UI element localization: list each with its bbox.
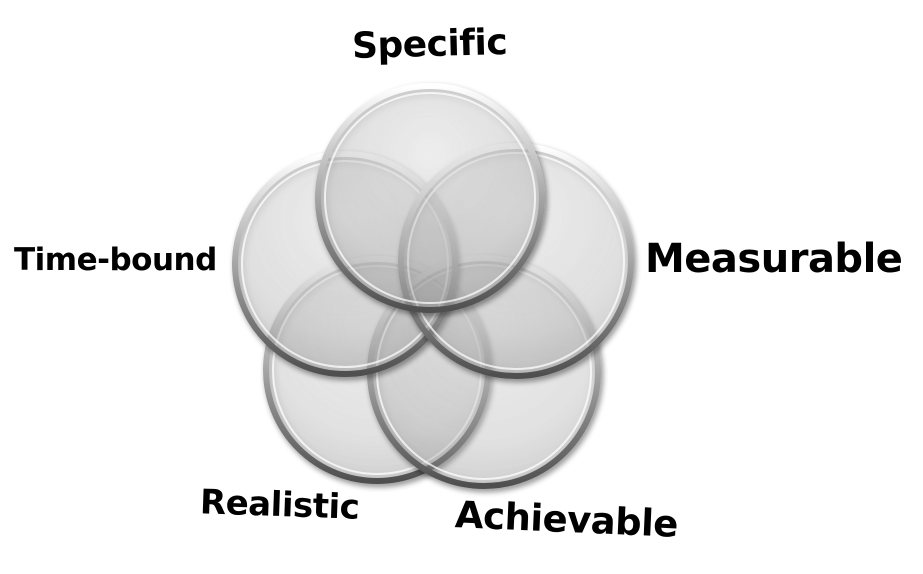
label-time-bound: Time-bound bbox=[14, 242, 217, 278]
label-realistic: Realistic bbox=[199, 482, 360, 528]
label-measurable: Measurable bbox=[645, 236, 903, 282]
circle-specific bbox=[315, 83, 545, 313]
label-specific: Specific bbox=[351, 21, 508, 68]
